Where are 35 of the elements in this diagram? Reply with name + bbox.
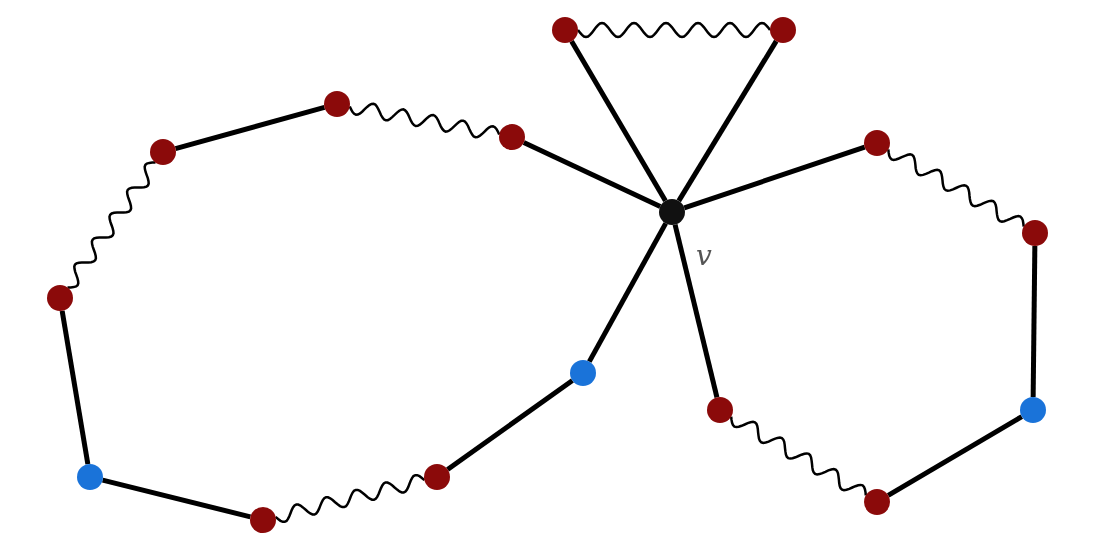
straight-edge bbox=[174, 105, 326, 151]
wavy-edge bbox=[67, 161, 156, 289]
straight-edge bbox=[569, 39, 668, 203]
vertex-dot bbox=[1020, 397, 1046, 423]
vertex-dot bbox=[864, 489, 890, 515]
wavy-edge bbox=[729, 416, 868, 496]
vertex-dot bbox=[707, 397, 733, 423]
straight-edge bbox=[672, 224, 720, 398]
vertex-dot bbox=[864, 130, 890, 156]
vertex-label: v bbox=[696, 242, 712, 270]
straight-edge bbox=[102, 477, 251, 520]
vertex-dot bbox=[77, 464, 103, 490]
vertex-dot bbox=[324, 91, 350, 117]
vertex-dot bbox=[570, 360, 596, 386]
straight-edge bbox=[1030, 245, 1038, 398]
wavy-edge bbox=[577, 21, 771, 39]
straight-edge bbox=[886, 414, 1024, 498]
vertex-dot bbox=[150, 139, 176, 165]
vertex-dot bbox=[1022, 220, 1048, 246]
vertex-dot bbox=[424, 464, 450, 490]
vertex-dot bbox=[250, 507, 276, 533]
vertex-dot bbox=[552, 17, 578, 43]
vertex-dot bbox=[659, 199, 685, 225]
wavy-edge bbox=[348, 102, 501, 139]
straight-edge bbox=[59, 310, 91, 465]
straight-edge bbox=[587, 222, 668, 363]
vertex-dot bbox=[47, 285, 73, 311]
vertex-dot bbox=[770, 17, 796, 43]
straight-edge bbox=[446, 378, 574, 472]
wavy-edge bbox=[887, 149, 1025, 227]
vertex-dot bbox=[499, 124, 525, 150]
straight-edge bbox=[522, 140, 662, 209]
straight-edge bbox=[683, 144, 866, 211]
straight-edge bbox=[676, 39, 779, 203]
wavy-edge bbox=[274, 473, 426, 524]
